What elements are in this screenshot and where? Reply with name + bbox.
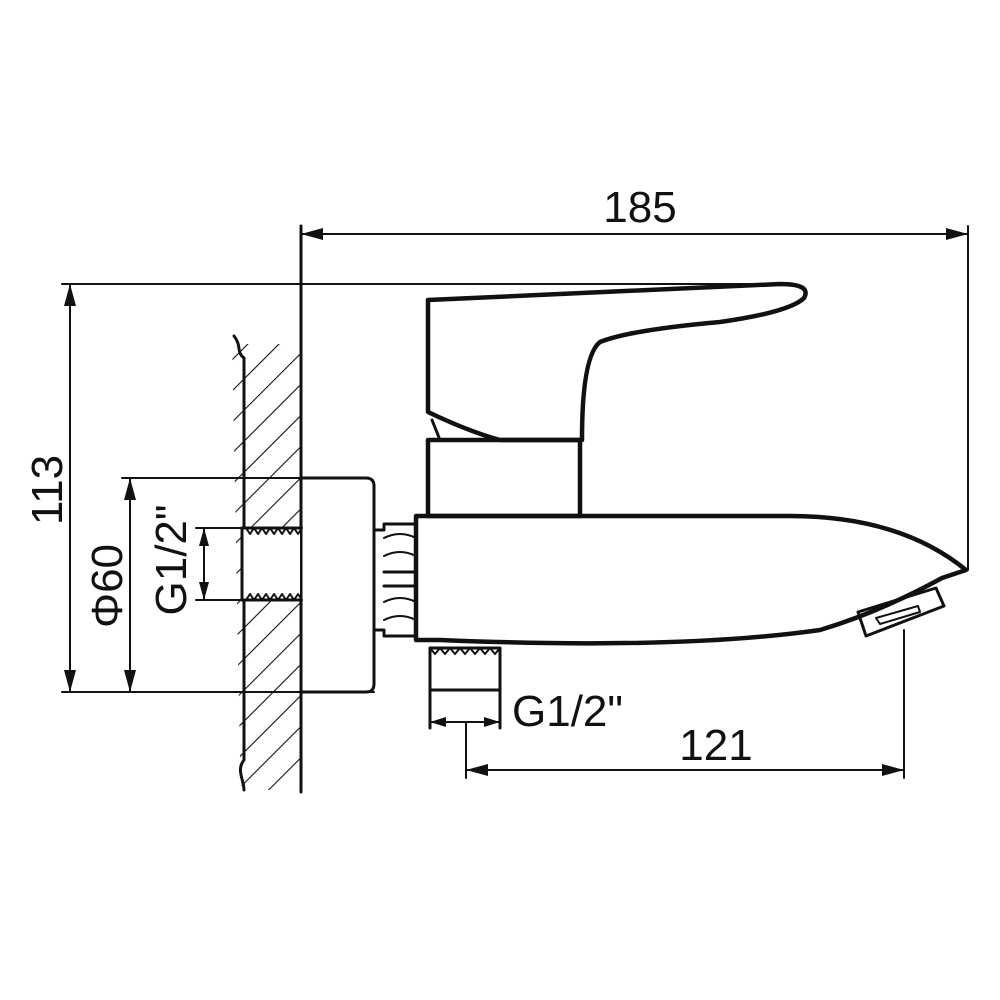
outlet-thread-connector — [428, 646, 502, 730]
dimension-overall-length: 185 — [300, 183, 969, 571]
dimension-base-diameter: Φ60 — [83, 477, 367, 693]
label-base-diameter: Φ60 — [83, 544, 132, 628]
dimension-inlet-thread: G1/2" — [147, 504, 243, 616]
label-overall-height: 113 — [23, 455, 72, 525]
label-inlet-thread: G1/2" — [147, 504, 196, 615]
dimension-spout-reach: 121 — [465, 629, 905, 779]
faucet-body — [413, 281, 969, 646]
label-spout-reach: 121 — [679, 721, 752, 770]
wall-thread-hole — [242, 528, 300, 600]
wall-section — [232, 224, 303, 794]
aerator — [856, 586, 946, 638]
connector-nut — [372, 522, 418, 638]
cartridge-column — [425, 437, 583, 519]
label-overall-length: 185 — [603, 183, 676, 232]
lever-handle — [425, 281, 808, 443]
dimension-overall-height: 113 — [23, 283, 791, 693]
escutcheon-plate — [299, 476, 376, 694]
spout-body — [413, 513, 969, 646]
dimension-outlet-thread: G1/2" — [429, 687, 623, 736]
label-outlet-thread: G1/2" — [512, 687, 623, 736]
